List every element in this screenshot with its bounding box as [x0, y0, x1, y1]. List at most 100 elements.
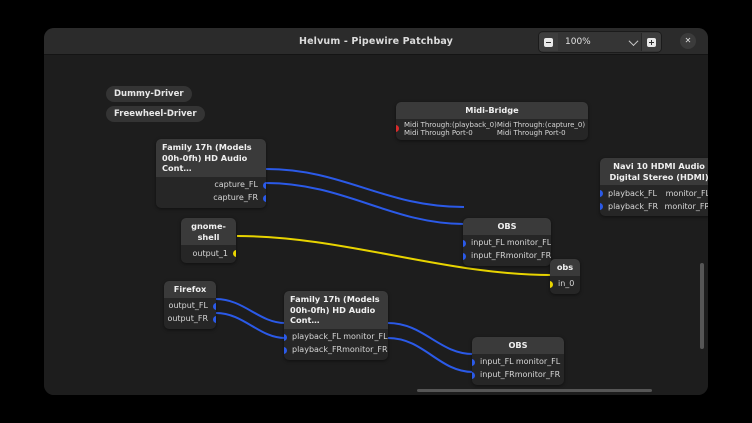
node-title: OBS [472, 337, 564, 354]
link-path[interactable] [265, 182, 465, 225]
output-port[interactable]: monitor_FL [665, 187, 708, 200]
port-label: input_FL [471, 238, 505, 248]
output-port[interactable]: Midi Through:(capture_0)Midi Through Por… [497, 121, 588, 138]
node-title-line: Family 17h (Models [290, 294, 380, 304]
link-path[interactable] [215, 312, 286, 339]
port-label: input_FL [480, 357, 514, 367]
input-port-column: input_FL input_FR [463, 235, 506, 266]
port-dot-icon[interactable] [284, 333, 287, 341]
port-dot-icon[interactable] [463, 239, 466, 247]
zoom-level-value[interactable]: 100% [558, 33, 625, 51]
port-label: Midi Through:(playback_0)Midi Through Po… [404, 121, 497, 138]
port-label-line: Midi Through:(capture_0) [496, 120, 586, 129]
input-port[interactable]: playback_FR [284, 344, 342, 357]
zoom-in-button[interactable] [642, 33, 661, 51]
node-title-line: 00h-0fh) HD Audio Cont… [290, 304, 376, 326]
link-path[interactable] [387, 322, 474, 355]
port-dot-icon[interactable] [550, 280, 553, 288]
output-port[interactable]: monitor_FR [515, 369, 564, 382]
output-port[interactable]: output_FR [167, 313, 216, 326]
port-label: monitor_FR [514, 370, 561, 380]
output-port[interactable]: monitor_FL [506, 237, 551, 250]
link-path[interactable] [387, 337, 474, 373]
node-title-line: OBS [497, 221, 517, 231]
input-port-column: in_0 [550, 276, 574, 294]
port-label: monitor_FR [342, 345, 388, 355]
output-port[interactable]: capture_FR [213, 192, 266, 205]
output-port-column: output_1 [193, 245, 236, 263]
link-path[interactable] [215, 298, 286, 324]
port-dot-icon[interactable] [284, 346, 287, 354]
input-port[interactable]: in_0 [550, 278, 574, 291]
vertical-scrollbar[interactable] [700, 263, 704, 349]
graph-node[interactable]: gnome-shell output_1 [181, 218, 236, 263]
link-path[interactable] [265, 168, 465, 208]
node-title: obs [550, 259, 580, 276]
node-title-line: Digital Stereo (HDMI) [609, 171, 708, 182]
port-dot-icon[interactable] [396, 125, 399, 133]
port-label-line: Midi Through Port-0 [496, 128, 566, 137]
node-title: Firefox [164, 281, 216, 298]
zoom-out-button[interactable] [539, 33, 558, 51]
output-port[interactable]: monitor_FL [342, 331, 388, 344]
output-port[interactable]: monitor_FR [665, 200, 708, 213]
port-label: monitor_FL [515, 357, 561, 367]
output-port-column: Midi Through:(capture_0)Midi Through Por… [497, 119, 588, 141]
port-dot-icon[interactable] [600, 203, 603, 210]
title-bar: Helvum - Pipewire Patchbay 100% ✕ [44, 28, 708, 55]
port-dot-icon[interactable] [263, 181, 266, 189]
chevron-down-icon[interactable] [625, 33, 642, 51]
port-label: capture_FR [213, 193, 258, 203]
driver-pill[interactable]: Freewheel-Driver [106, 106, 205, 122]
close-button[interactable]: ✕ [680, 33, 696, 49]
input-port[interactable]: input_FR [463, 250, 506, 263]
output-port[interactable]: monitor_FR [342, 344, 388, 357]
output-port[interactable]: output_FL [167, 300, 216, 313]
node-title: gnome-shell [181, 218, 236, 245]
helvum-window: Helvum - Pipewire Patchbay 100% ✕ Dummy-… [44, 28, 708, 395]
input-port[interactable]: input_FL [472, 356, 515, 369]
output-port[interactable]: monitor_FL [515, 356, 564, 369]
node-title-line: OBS [508, 340, 528, 350]
port-label: input_FR [480, 370, 515, 380]
input-port[interactable]: playback_FL [284, 331, 342, 344]
input-port[interactable]: playback_FR [600, 200, 658, 213]
input-port[interactable]: playback_FL [600, 187, 658, 200]
port-dot-icon[interactable] [213, 315, 216, 323]
port-label: playback_FR [292, 345, 343, 355]
port-dot-icon[interactable] [263, 194, 266, 202]
port-label: playback_FR [608, 201, 659, 211]
input-port[interactable]: Midi Through:(playback_0)Midi Through Po… [396, 121, 497, 138]
input-port-column: input_FL input_FR [472, 354, 515, 385]
window-title: Helvum - Pipewire Patchbay [298, 35, 454, 47]
port-dot-icon[interactable] [213, 302, 216, 310]
output-port[interactable]: capture_FL [213, 179, 266, 192]
port-label: monitor_FL [665, 188, 708, 198]
port-dot-icon[interactable] [233, 250, 236, 257]
port-dot-icon[interactable] [472, 371, 475, 379]
port-dot-icon[interactable] [472, 358, 475, 366]
input-port[interactable]: input_FL [463, 237, 506, 250]
driver-pill[interactable]: Dummy-Driver [106, 86, 192, 102]
port-label-line: Midi Through Port-0 [404, 128, 473, 137]
port-dot-icon[interactable] [600, 190, 603, 197]
input-port[interactable]: input_FR [472, 369, 515, 382]
output-port[interactable]: monitor_FR [506, 250, 551, 263]
horizontal-scrollbar[interactable] [417, 389, 652, 392]
node-title: Midi-Bridge [396, 102, 588, 119]
graph-node[interactable]: obs in_0 [550, 259, 580, 294]
output-port[interactable]: output_1 [193, 247, 236, 260]
port-dot-icon[interactable] [463, 252, 466, 260]
